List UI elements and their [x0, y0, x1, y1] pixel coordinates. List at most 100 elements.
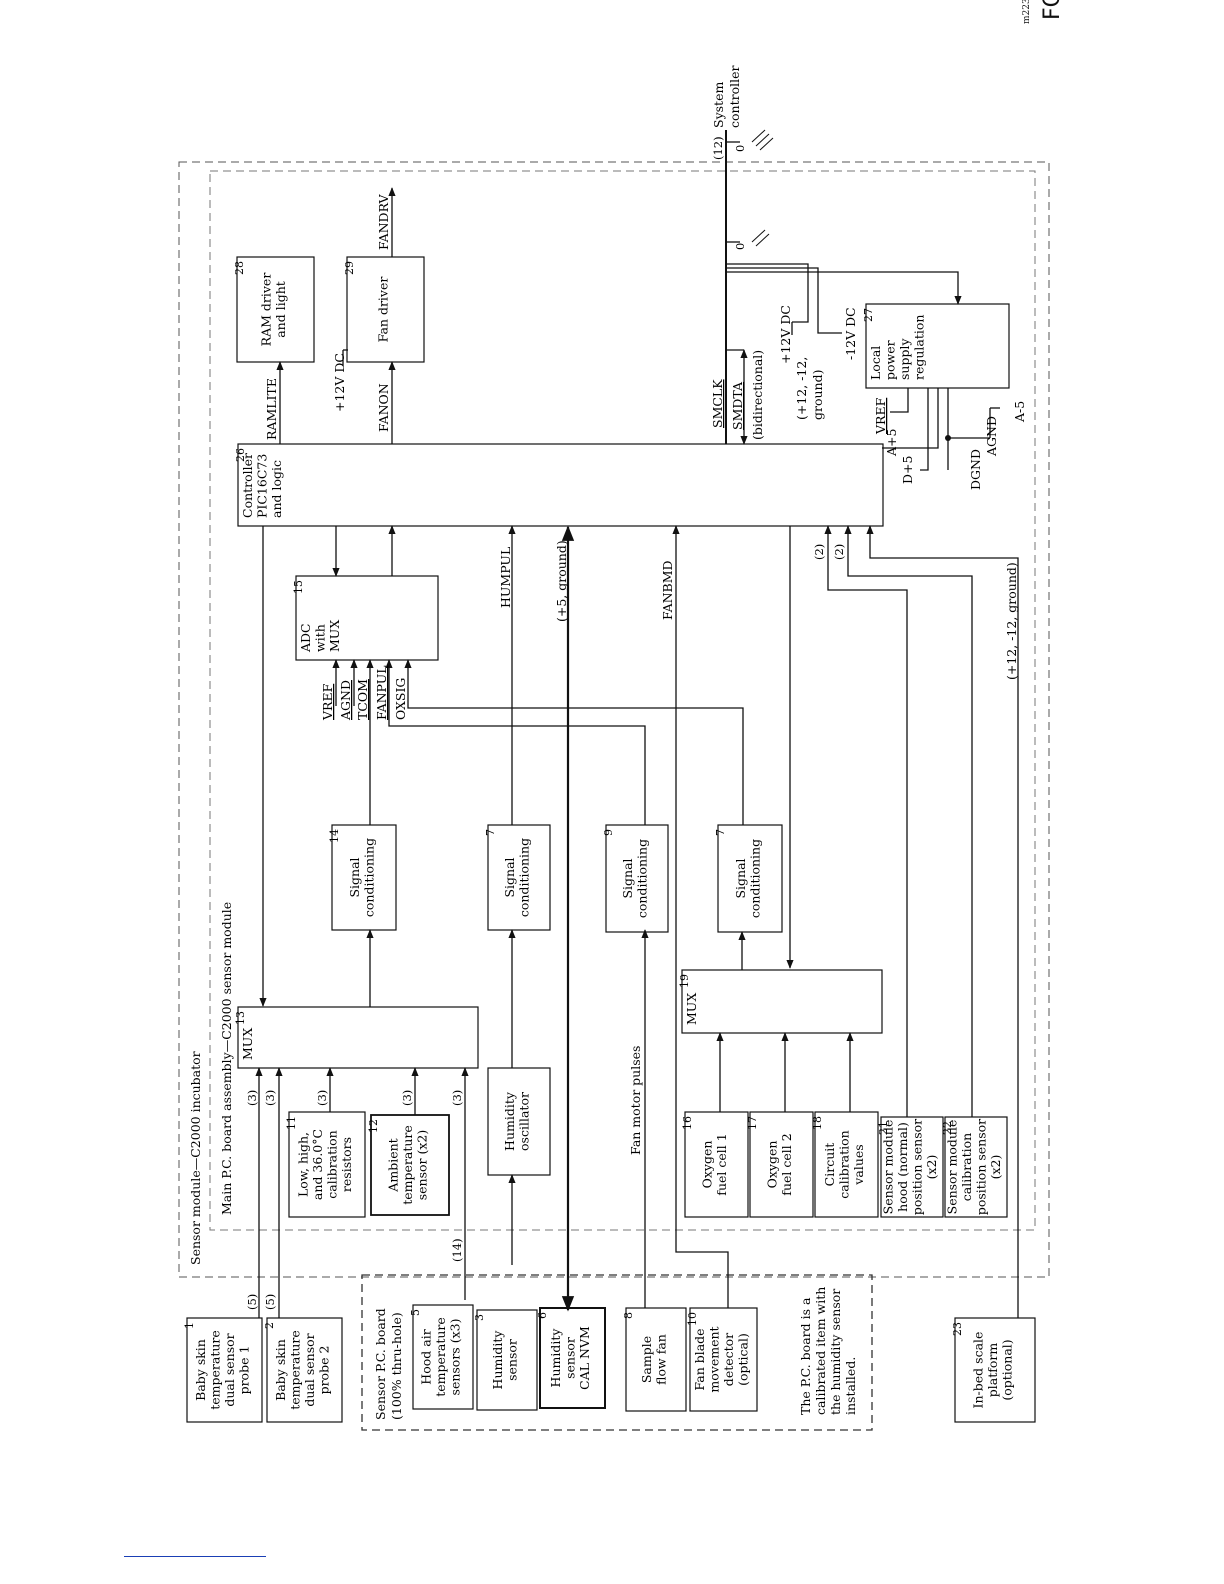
block-b2-text-line-1: temperature — [287, 1330, 302, 1410]
count-c3-5: (3) — [245, 1090, 259, 1106]
block-b23-text-line-2: (optional) — [1000, 1339, 1015, 1400]
block-b6-text-line-2: CAL NVM — [577, 1326, 592, 1390]
signal-minus12v_dc: -12V DC — [843, 307, 858, 360]
block-b28-number: 28 — [233, 261, 246, 275]
block-b1-text-line-3: probe 1 — [236, 1346, 251, 1395]
signal-oxsig: OXSIG — [393, 678, 408, 720]
signal-dgnd: DGND — [968, 449, 983, 490]
block-b6-number: 6 — [536, 1312, 549, 1319]
block-b9-text-line-1: conditioning — [634, 839, 649, 918]
block-b9-number: 9 — [602, 829, 615, 836]
block-b10-text-line-2: detector — [721, 1333, 736, 1386]
block-b23-text-line-0: In-bed scale — [971, 1332, 986, 1409]
block-b9-text-line-0: Signal — [620, 858, 635, 898]
block-b2-text-line-3: probe 2 — [316, 1346, 331, 1395]
block-b29: Fan driver 29 — [343, 261, 391, 342]
block-b17-number: 17 — [746, 1116, 759, 1130]
region-sensor-module: Sensor module—C2000 incubator — [188, 1051, 203, 1265]
count-c3-7: (3) — [315, 1090, 329, 1106]
block-b21-text-line-3: (x2) — [924, 1155, 939, 1180]
signal-a_minus5: A-5 — [1012, 401, 1027, 423]
signal-fanon: FANON — [376, 383, 391, 432]
block-b6-text-line-1: sensor — [563, 1337, 578, 1379]
block-b19: MUX 19 — [678, 974, 699, 1025]
block-b27-text-line-2: supply — [897, 338, 912, 380]
block-b19-number: 19 — [678, 974, 691, 988]
signal-supply-12-1: ground) — [810, 370, 825, 420]
block-b5-text-line-1: temperature — [433, 1317, 448, 1397]
agnd-junction — [945, 435, 951, 441]
block-b7b-number: 7 — [714, 829, 727, 836]
block-b12-text-line-0: Ambient — [386, 1138, 401, 1192]
block-b3-text-line-0: Humidity — [490, 1330, 505, 1390]
block-b1-text-line-1: temperature — [207, 1330, 222, 1410]
block-b15-text-line-0: ADC — [298, 623, 313, 653]
block-b29-text-line-0: Fan driver — [376, 277, 391, 343]
pc-board-note-2: the humidity sensor — [828, 1289, 843, 1415]
block-b10-number: 10 — [686, 1312, 699, 1326]
block-b27-number: 27 — [862, 308, 875, 322]
block-b10-text-line-1: movement — [706, 1326, 721, 1392]
block-b3-number: 3 — [473, 1314, 486, 1321]
block-b15-number: 15 — [292, 580, 305, 594]
block-b23-number: 23 — [951, 1322, 964, 1336]
block-b28-text-line-1: and light — [273, 281, 288, 338]
sensor-module-region — [178, 161, 1050, 1278]
signal-tcom: TCOM — [355, 679, 370, 720]
block-b3-text-line-1: sensor — [504, 1339, 519, 1381]
block-b12-text-line-2: sensor (x2) — [415, 1130, 430, 1201]
count-c3-6: (3) — [263, 1090, 277, 1106]
block-b27-text-line-1: power — [883, 340, 898, 380]
block-b26-number: 26 — [234, 448, 247, 462]
block-b14-number: 14 — [328, 829, 341, 843]
block-b7b-text-line-1: conditioning — [747, 839, 762, 918]
block-b2-text-line-0: Baby skin — [273, 1339, 288, 1401]
block-b17-text-line-1: fuel cell 2 — [779, 1133, 794, 1195]
block-b29-number: 29 — [343, 261, 356, 275]
block-b11-text-line-2: calibration — [324, 1130, 339, 1198]
block-b16-number: 16 — [681, 1116, 694, 1130]
block-b5-text-line-2: sensors (x3) — [448, 1319, 463, 1396]
block-b19-text-line-0: MUX — [684, 993, 699, 1025]
block-b14-text-line-1: conditioning — [361, 838, 376, 917]
block-b18-text-line-0: Circuit — [822, 1143, 837, 1187]
signal-ramlite: RAMLITE — [264, 378, 279, 440]
block-b22-text-line-0: Sensor module — [944, 1120, 959, 1215]
block-b23-text-line-1: platform — [985, 1343, 1000, 1398]
block-b18-number: 18 — [811, 1116, 824, 1130]
block-b8-number: 8 — [622, 1312, 635, 1319]
signal-d_plus5: D+5 — [900, 456, 915, 484]
count-c3-9: (3) — [450, 1090, 464, 1106]
signal-plus12v-dc-2: +12V DC — [778, 305, 793, 364]
block-bhosc-text-line-1: oscillator — [516, 1092, 531, 1151]
block-b5-text-line-0: Hood air — [419, 1329, 434, 1384]
block-b22-text-line-1: calibration — [959, 1133, 974, 1201]
signal-supply-12-0: (+12, -12, — [794, 357, 809, 420]
count-c2a-3: (2) — [812, 544, 826, 560]
signal-plus5_ground: (+5, ground) — [554, 540, 569, 622]
block-b11-text-line-1: and 36.0°C — [310, 1129, 325, 1200]
count-c5-11: (5) — [245, 1294, 259, 1310]
system-controller-1: controller — [727, 66, 742, 128]
block-b27-text-line-3: regulation — [912, 315, 927, 380]
block-b21-text-line-0: Sensor module — [880, 1120, 895, 1215]
signal-vref2: VREF — [873, 397, 888, 435]
block-b10-text-line-3: (optical) — [735, 1333, 750, 1386]
signal-bidirectional: (bidirectional) — [750, 350, 765, 440]
